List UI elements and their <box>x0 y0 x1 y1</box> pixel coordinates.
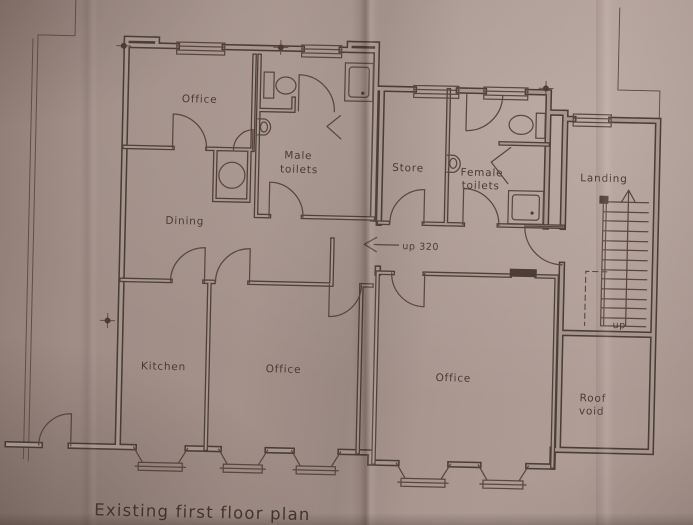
door-swings <box>38 74 564 447</box>
site-boundary-lines <box>22 0 661 462</box>
room-label-roof-void-line2: void <box>579 405 605 418</box>
room-label-dining: Dining <box>165 215 204 228</box>
stair-headroom-dashed-line <box>584 270 608 326</box>
room-labels: Office Male toilets Store Female toilets… <box>141 93 628 418</box>
stair-newel-post <box>599 195 609 204</box>
staircase <box>584 189 650 328</box>
room-label-male-toilets-line1: Male <box>284 149 312 162</box>
male-shower-icon <box>343 62 375 103</box>
bay-windows <box>132 446 530 490</box>
female-basin-icon <box>446 154 461 173</box>
female-wc-icon <box>508 112 547 140</box>
interior-walls <box>117 53 566 467</box>
room-label-male-toilets-line2: toilets <box>280 163 318 176</box>
drawing-title: Existing first floor plan <box>94 500 311 524</box>
stair-handrail <box>599 201 608 327</box>
annotation-stairs-up: up <box>612 320 626 331</box>
room-label-office-bottom-right: Office <box>435 372 471 385</box>
female-shower-icon <box>507 189 545 226</box>
annotation-up-320: up 320 <box>402 241 439 253</box>
windows <box>175 41 612 128</box>
male-basin-icon <box>257 118 272 136</box>
male-wc-icon <box>263 71 297 99</box>
room-label-kitchen: Kitchen <box>141 360 186 373</box>
stair-up-arrow-icon <box>620 189 637 327</box>
door-lintel <box>509 268 537 278</box>
room-label-landing: Landing <box>580 172 628 185</box>
room-label-office-bottom-middle: Office <box>266 363 302 376</box>
survey-markers <box>100 38 554 329</box>
cloakroom-fixture-icon <box>218 161 246 189</box>
room-label-female-toilets-line2: toilets <box>462 180 500 193</box>
room-label-store: Store <box>392 162 424 175</box>
room-label-roof-void-line1: Roof <box>579 392 606 405</box>
sanitary-fixtures <box>218 62 547 226</box>
room-label-female-toilets-line1: Female <box>460 166 503 179</box>
corridor-step-arrow-icon <box>363 236 399 253</box>
room-label-office-top-left: Office <box>182 93 218 106</box>
